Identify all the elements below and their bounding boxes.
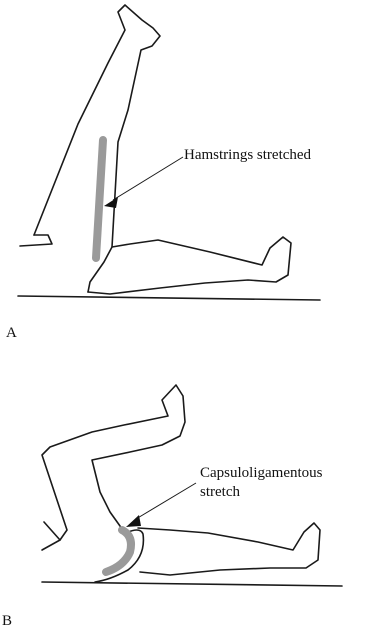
annotation-line-1: Capsuloligamentous: [200, 464, 323, 483]
capsule-highlight: [106, 530, 131, 572]
torso-outline-a: [20, 235, 52, 246]
arrowhead-a: [104, 197, 118, 208]
hamstrings-highlight: [96, 140, 103, 258]
lying-leg-b: [138, 523, 320, 575]
annotation-hamstrings: Hamstrings stretched: [184, 146, 311, 165]
arrowhead-b: [126, 515, 141, 527]
pointer-line-a: [113, 157, 183, 200]
floor-line-a: [18, 296, 320, 300]
panel-letter-b: B: [2, 612, 12, 630]
pointer-line-b: [136, 483, 196, 519]
flexed-leg-b: [42, 385, 185, 540]
annotation-line-2: stretch: [200, 483, 323, 502]
lying-leg-a: [88, 237, 291, 294]
annotation-capsuloligamentous: Capsuloligamentous stretch: [200, 464, 323, 502]
pelvis-outline-b: [95, 530, 143, 582]
torso-outline-b: [42, 540, 60, 550]
floor-line-b: [42, 582, 342, 586]
panel-letter-a: A: [6, 324, 17, 342]
